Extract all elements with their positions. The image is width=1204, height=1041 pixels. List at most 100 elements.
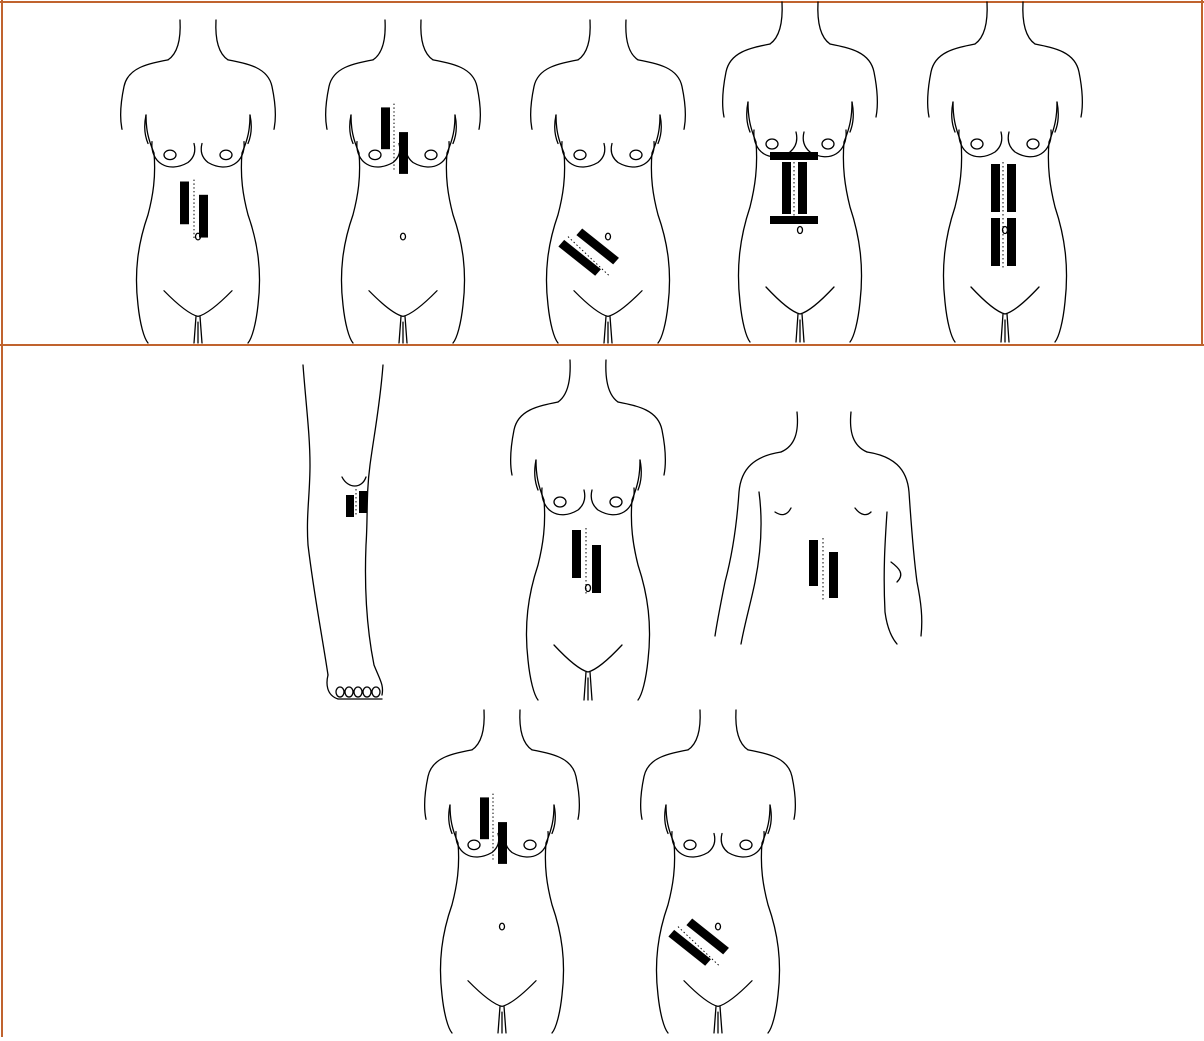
incision-bar-right-lower xyxy=(1007,218,1016,266)
groin-line xyxy=(369,291,437,317)
incision-bar-right xyxy=(829,552,838,598)
incision-bar-left xyxy=(782,162,791,214)
figure-back-flank xyxy=(715,412,922,644)
figure-leg-knee xyxy=(303,365,383,699)
neck-left-line xyxy=(688,710,700,750)
groin-line xyxy=(164,291,232,317)
toe xyxy=(363,687,371,697)
incision-bar-right xyxy=(359,491,367,513)
figure-female-torso-sternal xyxy=(326,20,481,343)
groin-crease xyxy=(714,1006,722,1033)
left-breast xyxy=(562,142,605,167)
right-shoulder-line xyxy=(532,750,579,819)
neck-right-line xyxy=(216,20,228,60)
right-shoulder-line xyxy=(830,44,877,117)
left-shoulder-line xyxy=(511,402,558,475)
right-nipple xyxy=(1027,139,1039,149)
incision-bar-right xyxy=(399,132,408,174)
left-breast xyxy=(542,488,585,515)
neck-right-line xyxy=(520,710,532,750)
right-nipple xyxy=(524,840,536,850)
neck-left-line xyxy=(975,2,987,44)
figure-female-torso-long-midline xyxy=(928,2,1083,342)
left-nipple xyxy=(369,150,381,160)
left-shoulder-line xyxy=(715,452,781,636)
right-breast xyxy=(406,142,449,167)
right-nipple xyxy=(740,840,752,850)
navel xyxy=(606,233,611,240)
incision-bar-right-upper xyxy=(1007,164,1016,212)
groin-crease xyxy=(194,316,202,343)
left-nipple xyxy=(468,840,480,850)
leg-left-outline xyxy=(303,365,328,675)
neck-left-line xyxy=(558,360,570,402)
neck-left-line xyxy=(373,20,385,60)
right-shoulder-line xyxy=(228,60,275,129)
neck-right-line xyxy=(421,20,433,60)
groin-line xyxy=(554,645,622,672)
incision-bar-left-lower xyxy=(991,218,1000,266)
navel xyxy=(401,233,406,240)
left-shoulder-line xyxy=(723,44,770,117)
neck-left-line xyxy=(472,710,484,750)
toe xyxy=(336,687,344,697)
right-shoulder-line xyxy=(618,402,665,475)
figure-female-torso-oblique-groin xyxy=(531,20,686,343)
groin-crease xyxy=(1001,314,1009,342)
right-scapula xyxy=(855,508,871,515)
incision-bar-right xyxy=(592,545,601,593)
right-nipple xyxy=(822,139,834,149)
neck-right-line xyxy=(626,20,638,60)
right-shoulder-line xyxy=(748,750,795,819)
incision-bar-left-upper xyxy=(991,164,1000,212)
knee-crease xyxy=(342,477,366,486)
neck-right-line xyxy=(851,412,867,452)
toe xyxy=(354,687,362,697)
right-breast xyxy=(201,142,244,167)
navel xyxy=(500,923,505,930)
groin-line xyxy=(766,287,834,314)
figure-female-torso-midline-abdomen xyxy=(121,20,276,343)
right-breast xyxy=(611,142,654,167)
right-breast xyxy=(591,488,634,515)
left-nipple xyxy=(684,840,696,850)
groin-line xyxy=(684,981,752,1007)
incision-bar-left xyxy=(346,495,354,517)
figure-female-torso-h-closure xyxy=(723,2,878,342)
groin-line xyxy=(468,981,536,1007)
incision-bar-bottom xyxy=(770,216,818,224)
left-shoulder-line xyxy=(326,60,373,129)
right-shoulder-line xyxy=(1035,44,1082,117)
incision-bar-right xyxy=(498,822,507,864)
incision-bar-left xyxy=(572,530,581,578)
navel xyxy=(716,923,721,930)
figure-female-torso-oblique-groin-2 xyxy=(641,710,796,1033)
left-breast xyxy=(456,832,499,857)
left-shoulder-line xyxy=(121,60,168,129)
right-nipple xyxy=(220,150,232,160)
left-nipple xyxy=(971,139,983,149)
figure-female-torso-sternal-2 xyxy=(425,710,580,1033)
incision-bar-left xyxy=(180,182,189,225)
right-breast xyxy=(1008,130,1051,157)
right-nipple xyxy=(425,150,437,160)
groin-crease xyxy=(796,314,804,342)
neck-right-line xyxy=(1023,2,1035,44)
left-shoulder-line xyxy=(531,60,578,129)
toe xyxy=(345,687,353,697)
elbow-line xyxy=(891,562,901,582)
right-nipple xyxy=(610,497,622,507)
groin-line xyxy=(574,291,642,317)
neck-left-line xyxy=(168,20,180,60)
back-left-outline xyxy=(741,492,761,644)
figures-layer xyxy=(121,2,1083,1033)
neck-right-line xyxy=(606,360,618,402)
neck-left-line xyxy=(578,20,590,60)
back-right-outline xyxy=(884,512,897,644)
groin-crease xyxy=(584,672,592,700)
incision-bar-left xyxy=(809,540,818,586)
right-shoulder-line xyxy=(638,60,685,129)
left-breast xyxy=(672,832,715,857)
right-breast xyxy=(505,832,548,857)
